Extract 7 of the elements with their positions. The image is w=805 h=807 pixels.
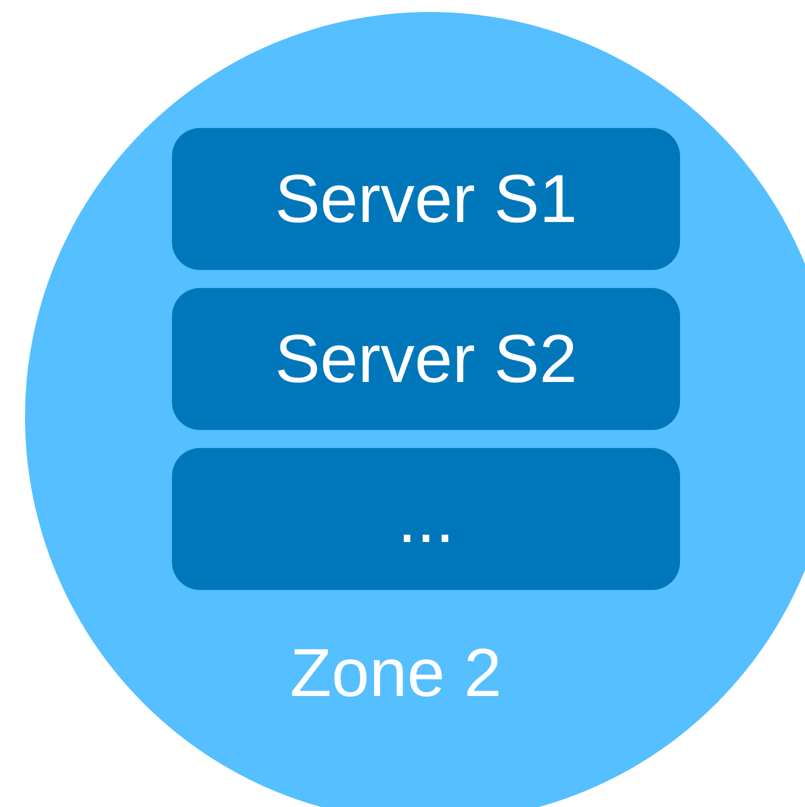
zone-label: Zone 2: [290, 639, 502, 707]
server-label: Server S2: [274, 325, 578, 393]
server-label: Server S1: [274, 165, 578, 233]
server-box: [172, 288, 680, 430]
server-box: [172, 448, 680, 590]
server-box: [172, 128, 680, 270]
server-label: ...: [398, 485, 454, 553]
